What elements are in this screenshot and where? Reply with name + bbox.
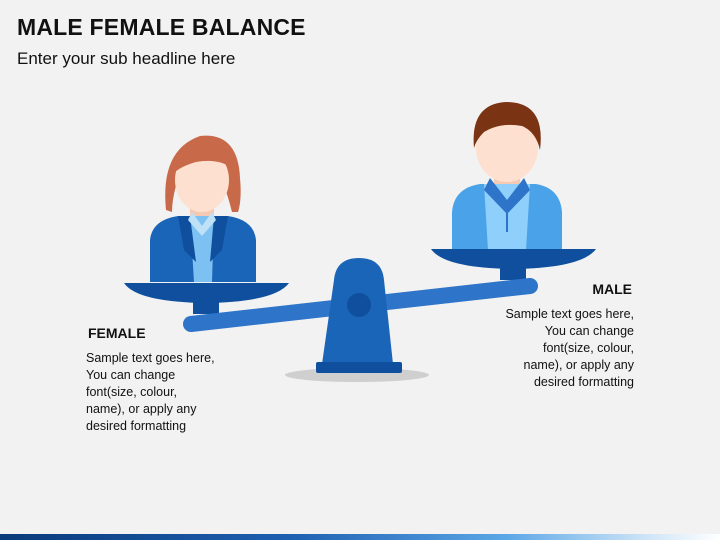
- male-face: [476, 114, 538, 182]
- fulcrum-pivot: [347, 293, 371, 317]
- female-figure: [150, 135, 256, 282]
- page-subtitle: Enter your sub headline here: [17, 49, 236, 68]
- footer-gradient-bar: [0, 534, 720, 540]
- male-pan: [431, 249, 596, 269]
- male-label: MALE: [592, 281, 632, 297]
- fulcrum-base: [316, 362, 402, 373]
- page-title: MALE FEMALE BALANCE: [17, 14, 306, 40]
- female-description: Sample text goes here, You can change fo…: [86, 351, 215, 433]
- male-description: Sample text goes here, You can change fo…: [505, 307, 634, 389]
- male-figure: [452, 102, 562, 250]
- female-pan: [124, 283, 289, 303]
- male-hair: [473, 102, 541, 150]
- female-label: FEMALE: [88, 325, 146, 341]
